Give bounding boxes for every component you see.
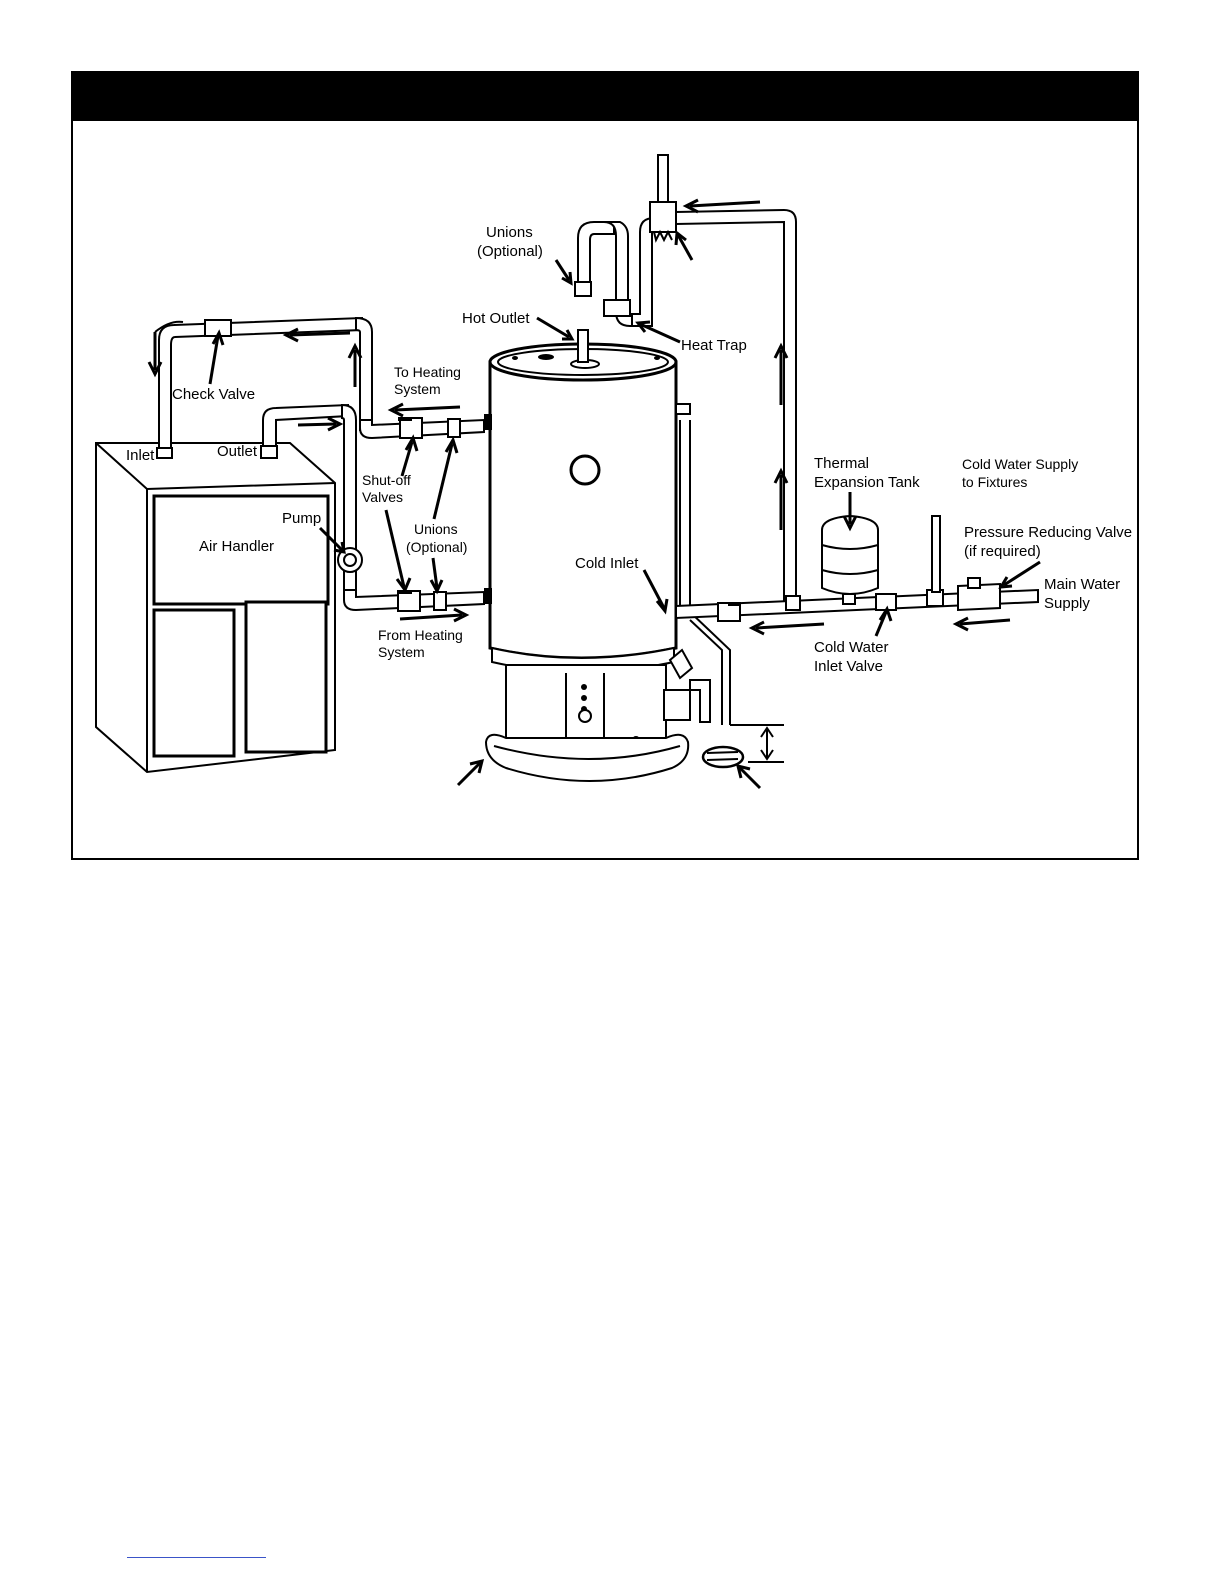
- label-unions-mid-1: Unions: [414, 521, 458, 537]
- label-cold-supply-1: Cold Water Supply: [962, 456, 1078, 472]
- label-cold-valve-2: Inlet Valve: [814, 658, 883, 675]
- label-from-heating-1: From Heating: [378, 627, 463, 643]
- label-main-supply-2: Supply: [1044, 595, 1090, 612]
- flow-arrow: [391, 404, 460, 416]
- pointer-tp-valve: [676, 233, 692, 260]
- pointer-unions-upper: [434, 440, 457, 519]
- label-thermal-1: Thermal: [814, 455, 869, 472]
- label-to-heating-1: To Heating: [394, 364, 461, 380]
- pointer-hot-outlet: [537, 318, 572, 339]
- pointer-expansion-tank: [844, 492, 856, 528]
- label-inlet: Inlet: [126, 447, 155, 464]
- air-handler-unit: [96, 443, 335, 772]
- label-unions-top-2: (Optional): [477, 243, 543, 260]
- label-cold-supply-2: to Fixtures: [962, 474, 1027, 490]
- label-thermal-2: Expansion Tank: [814, 474, 920, 491]
- pointer-cold-valve: [876, 609, 891, 636]
- label-main-supply-1: Main Water: [1044, 576, 1120, 593]
- label-to-heating-2: System: [394, 381, 441, 397]
- label-prv-1: Pressure Reducing Valve: [964, 524, 1132, 541]
- label-check-valve: Check Valve: [172, 386, 255, 403]
- label-heat-trap: Heat Trap: [681, 337, 747, 354]
- label-hot-outlet: Hot Outlet: [462, 310, 530, 327]
- footer-link-rule: [127, 1557, 266, 1558]
- pointer-heat-trap: [638, 322, 680, 342]
- pointer-drain-pan: [458, 761, 482, 785]
- pointer-shutoff-upper: [402, 438, 417, 476]
- label-prv-2: (if required): [964, 543, 1041, 560]
- label-shutoff-2: Valves: [362, 489, 403, 505]
- label-from-heating-2: System: [378, 644, 425, 660]
- flow-arrow: [956, 618, 1010, 630]
- pointer-unions-lower: [431, 558, 442, 591]
- pointer-prv: [1001, 562, 1040, 587]
- pointer-floor-drain: [738, 766, 760, 788]
- pointer-check-valve: [210, 333, 223, 384]
- label-cold-inlet: Cold Inlet: [575, 555, 639, 572]
- label-cold-valve-1: Cold Water: [814, 639, 888, 656]
- label-outlet: Outlet: [217, 443, 258, 460]
- label-air-handler: Air Handler: [199, 538, 274, 555]
- label-pump: Pump: [282, 510, 321, 527]
- label-unions-mid-2: (Optional): [406, 539, 467, 555]
- pointer-unions-top: [556, 260, 571, 283]
- flow-arrow: [298, 418, 340, 430]
- label-shutoff-1: Shut-off: [362, 472, 411, 488]
- flow-arrow: [752, 622, 824, 634]
- label-unions-top-1: Unions: [486, 224, 533, 241]
